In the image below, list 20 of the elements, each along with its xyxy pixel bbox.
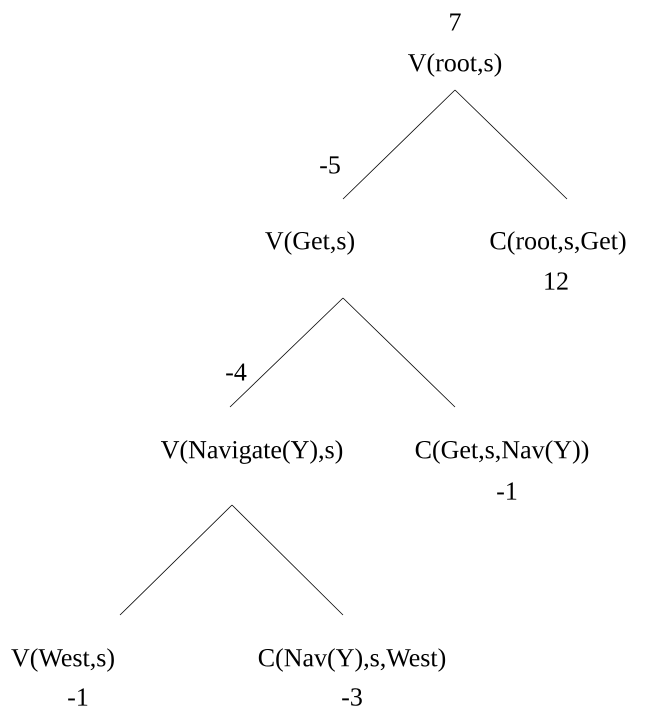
node-label: V(West,s): [11, 648, 114, 672]
value-label: 7: [450, 13, 461, 30]
node-label: V(Get,s): [265, 231, 354, 255]
branch-line: [454, 90, 568, 200]
branch-line: [230, 298, 344, 408]
node-label: C(Nav(Y),s,West): [258, 648, 446, 672]
value-label: 12: [545, 272, 568, 290]
value-label: -1: [68, 688, 88, 706]
node-label: V(Navigate(Y),s): [160, 440, 342, 464]
node-label: V(root,s): [408, 53, 502, 77]
value-label: -5: [320, 156, 340, 174]
branch-line: [232, 504, 344, 616]
value-label: -4: [226, 363, 246, 381]
node-label: C(root,s,Get): [490, 231, 626, 255]
value-label: -1: [497, 482, 516, 500]
branch-line: [342, 298, 456, 408]
branch-line: [342, 90, 456, 200]
node-label: C(Get,s,Nav(Y)): [416, 440, 588, 464]
value-label: -3: [342, 688, 362, 706]
branch-line: [120, 504, 232, 616]
